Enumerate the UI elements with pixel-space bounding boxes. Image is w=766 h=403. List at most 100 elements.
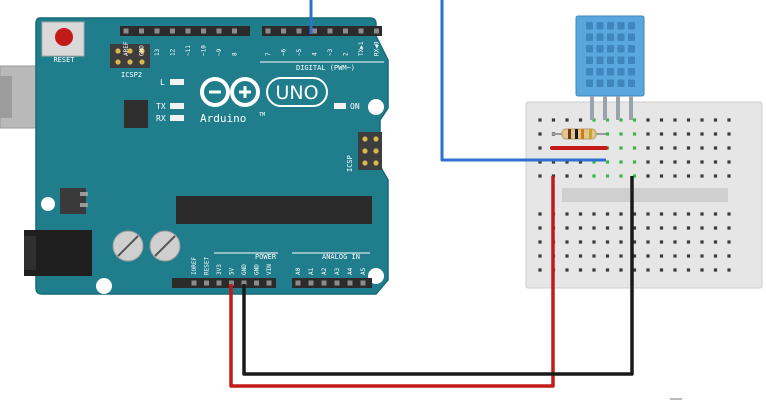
- header-pin: [232, 28, 237, 34]
- dht11-grill: [586, 22, 635, 87]
- breadboard-hole: [713, 268, 718, 272]
- led-tx-label: TX: [156, 102, 166, 111]
- power-pin-label: 5V: [229, 267, 236, 275]
- power-pin: [266, 280, 272, 286]
- grill-slot: [628, 22, 635, 30]
- icsp2-pin: [139, 59, 145, 65]
- icsp-pin: [373, 136, 379, 142]
- breadboard-hole: [538, 268, 542, 272]
- breadboard-hole: [700, 174, 704, 178]
- pin-label: 7: [265, 52, 272, 56]
- breadboard-hole: [713, 212, 718, 216]
- breadboard-hole: [538, 174, 542, 178]
- icsp-pin: [362, 136, 368, 142]
- breadboard-hole: [659, 268, 664, 272]
- breadboard-hole: [605, 268, 610, 272]
- reset-button-cap[interactable]: [55, 28, 73, 46]
- grill-slot: [617, 33, 625, 41]
- breadboard-hole: [619, 118, 623, 122]
- breadboard-hole: [727, 240, 731, 244]
- power-pin: [229, 280, 234, 286]
- breadboard-hole: [578, 240, 583, 244]
- breadboard-hole: [538, 146, 542, 150]
- breadboard-hole: [727, 160, 731, 164]
- analog-pin-label: A2: [321, 267, 328, 275]
- breadboard-hole: [592, 254, 596, 258]
- breadboard-hole: [686, 240, 691, 244]
- mounting-hole: [41, 197, 55, 211]
- breadboard-hole: [727, 268, 731, 272]
- header-pin: [154, 28, 160, 34]
- wire-red-5v: [229, 176, 555, 388]
- breadboard-hole: [619, 212, 623, 216]
- led-l: [170, 79, 184, 85]
- grill-slot: [628, 56, 635, 64]
- breadboard-hole: [686, 174, 691, 178]
- breadboard-hole: [632, 160, 637, 164]
- pin-label: GND: [139, 45, 146, 56]
- breadboard-hole: [551, 118, 556, 122]
- icsp-header: ICSP: [346, 132, 382, 172]
- pin-label: 2: [343, 52, 350, 56]
- breadboard-hole: [713, 132, 718, 136]
- breadboard-hole: [632, 240, 637, 244]
- grill-slot: [596, 22, 604, 30]
- breadboard-hole: [619, 268, 623, 272]
- breadboard-hole: [632, 268, 637, 272]
- breadboard-hole: [673, 118, 677, 122]
- pin-label: 8: [232, 52, 239, 56]
- grill-slot: [607, 68, 614, 76]
- breadboard-hole: [700, 268, 704, 272]
- icsp2-pin: [139, 48, 145, 54]
- breadboard-hole: [686, 212, 691, 216]
- breadboard-hole: [605, 160, 610, 164]
- icsp2-header: ICSP2: [110, 44, 150, 79]
- grill-slot: [628, 68, 635, 76]
- header-pin: [343, 28, 348, 34]
- breadboard-hole: [713, 254, 718, 258]
- breadboard-hole: [592, 226, 596, 230]
- breadboard-hole: [727, 174, 731, 178]
- grill-slot: [586, 45, 593, 53]
- resistor-band: [581, 129, 584, 139]
- analog-pin: [308, 280, 314, 286]
- led-rx: [170, 115, 184, 121]
- led-l-label: L: [160, 78, 165, 87]
- dht11-pin: [603, 96, 607, 120]
- breadboard-hole: [686, 254, 691, 258]
- pin-label: TX▶1: [358, 41, 365, 56]
- breadboard-hole: [673, 226, 677, 230]
- header-pin: [185, 28, 191, 34]
- breadboard-hole: [659, 132, 664, 136]
- grill-slot: [586, 79, 593, 87]
- breadboard-hole: [538, 118, 542, 122]
- icsp2-pin: [127, 48, 133, 54]
- breadboard-hole: [700, 226, 704, 230]
- breadboard-hole: [686, 132, 691, 136]
- breadboard-hole: [605, 132, 610, 136]
- header-pin: [170, 28, 175, 34]
- wires: [229, 0, 634, 388]
- breadboard-hole: [632, 174, 637, 178]
- breadboard-hole: [673, 146, 677, 150]
- breadboard-hole: [605, 226, 610, 230]
- breadboard-hole: [592, 240, 596, 244]
- breadboard-hole: [565, 160, 569, 164]
- header-pin: [327, 28, 333, 34]
- breadboard-hole: [578, 226, 583, 230]
- breadboard-hole: [686, 118, 691, 122]
- pin-label: ~9: [216, 48, 223, 56]
- header-pin: [216, 28, 222, 34]
- breadboard-hole: [686, 160, 691, 164]
- breadboard-hole: [673, 212, 677, 216]
- dht11-pin: [616, 96, 620, 120]
- breadboard-hole: [686, 146, 691, 150]
- breadboard-hole: [565, 254, 569, 258]
- analog-pin-label: A1: [308, 267, 315, 275]
- breadboard-hole: [700, 240, 704, 244]
- breadboard-hole: [713, 118, 718, 122]
- mounting-hole: [96, 278, 112, 294]
- resistor-band: [575, 129, 578, 139]
- breadboard-hole: [686, 226, 691, 230]
